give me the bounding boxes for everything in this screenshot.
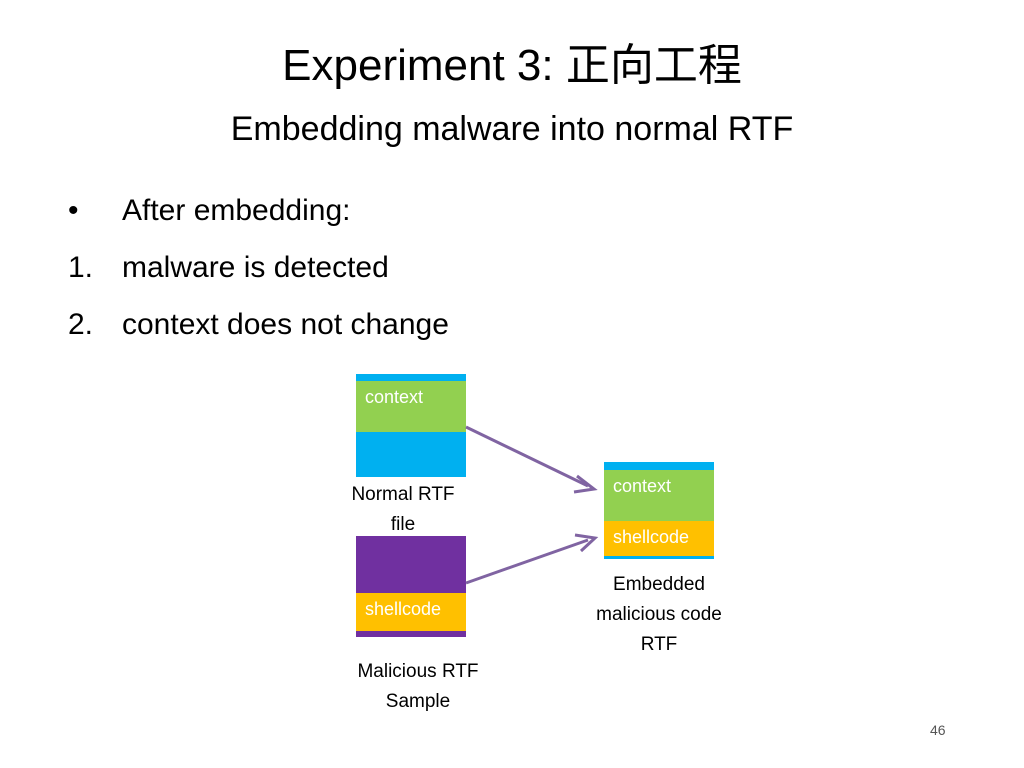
normal-rtf-caption: Normal RTF file [318,480,488,540]
arrow-normal-to-embedded [465,425,589,488]
malicious-rtf-caption: Malicious RTF Sample [328,657,508,717]
embedded-context-segment: context [604,470,714,521]
bullet-text: context does not change [122,308,449,341]
arrowhead-icon [573,474,598,494]
bullet-marker: • [68,194,79,227]
embedded-rtf-caption-line: Embedded [613,574,705,595]
embedded-rtf-caption-line: RTF [640,634,678,655]
normal-rtf-caption-line: Normal RTF [351,484,455,505]
normal-context-segment: context [356,381,466,432]
arrowhead-icon [574,533,599,553]
bullet-list: • After embedding: 1. malware is detecte… [68,186,768,357]
arrow-malicious-to-embedded [465,538,589,585]
bullet-text: After embedding: [122,194,351,227]
bullet-text: malware is detected [122,251,389,284]
malicious-rtf-caption-line: Sample [385,691,451,712]
page-number: 46 [930,722,946,738]
bullet-item: • After embedding: [68,186,768,243]
malicious-shellcode-segment: shellcode [356,593,466,631]
bullet-marker: 2. [68,308,94,341]
embedded-rtf-caption-line: malicious code [596,604,722,625]
embedded-rtf-caption: Embedded malicious code RTF [569,570,749,660]
slide-title: Experiment 3: 正向工程 [282,41,742,90]
slide-subtitle: Embedding malware into normal RTF [230,110,794,148]
bullet-item: 1. malware is detected [68,243,768,300]
normal-rtf-caption-line: file [390,514,416,535]
malicious-rtf-caption-line: Malicious RTF [357,661,479,682]
embedded-shellcode-segment: shellcode [604,521,714,556]
bullet-item: 2. context does not change [68,300,768,357]
bullet-marker: 1. [68,251,94,284]
